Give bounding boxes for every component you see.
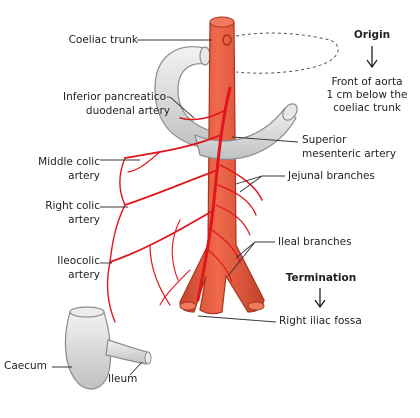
label-origin-desc-1: Front of aorta: [331, 76, 403, 88]
iliac-left-end: [179, 301, 197, 311]
ileum-end: [144, 351, 152, 365]
label-ileocolic-2: artery: [68, 269, 100, 281]
termination-arrow: [314, 288, 326, 309]
ileocolic-branch: [109, 209, 215, 263]
middle-colic-branch: [124, 134, 222, 159]
sma-tree: [106, 86, 263, 323]
label-ileum: Ileum: [108, 373, 138, 385]
caecum-top: [69, 306, 105, 318]
label-inferior-panc-2: duodenal artery: [85, 105, 170, 117]
duodenum-end-upper: [199, 46, 211, 66]
sma-trunk: [196, 86, 232, 302]
label-inferior-panc-1: Inferior pancreatico-: [63, 91, 170, 103]
label-right-colic-2: artery: [68, 214, 100, 226]
label-jejunal: Jejunal branches: [288, 170, 375, 182]
label-origin-desc-2: 1 cm below the: [326, 89, 408, 101]
label-middle-colic-2: artery: [68, 170, 100, 182]
label-origin-desc-3: coeliac trunk: [333, 102, 401, 114]
label-caecum: Caecum: [4, 360, 47, 372]
label-superior-mes-1: Superior: [302, 134, 347, 146]
right-colic-branch: [124, 169, 219, 206]
label-ileocolic-1: Ileocolic: [57, 255, 100, 267]
label-termination: Termination: [285, 272, 357, 284]
ileal-branches: [211, 229, 241, 263]
origin-dashed-outline: [235, 32, 339, 74]
label-middle-colic-1: Middle colic: [38, 156, 100, 168]
label-ileal: Ileal branches: [278, 236, 352, 248]
origin-arrow: [366, 46, 378, 69]
ileum: [105, 339, 149, 365]
caecum: [64, 311, 112, 390]
iliac-right-end: [247, 301, 265, 311]
duodenum-end-lower: [282, 103, 298, 121]
label-coeliac-trunk: Coeliac trunk: [68, 34, 138, 46]
label-right-iliac-fossa: Right iliac fossa: [279, 315, 362, 327]
inferior-pancreaticoduodenal-branch: [179, 109, 227, 121]
aorta-top: [209, 16, 235, 28]
label-right-colic-1: Right colic: [45, 200, 100, 212]
coeliac-origin: [222, 34, 232, 46]
label-superior-mes-2: mesenteric artery: [302, 148, 397, 160]
leader-lines: [52, 39, 299, 376]
label-origin: Origin: [353, 29, 391, 41]
